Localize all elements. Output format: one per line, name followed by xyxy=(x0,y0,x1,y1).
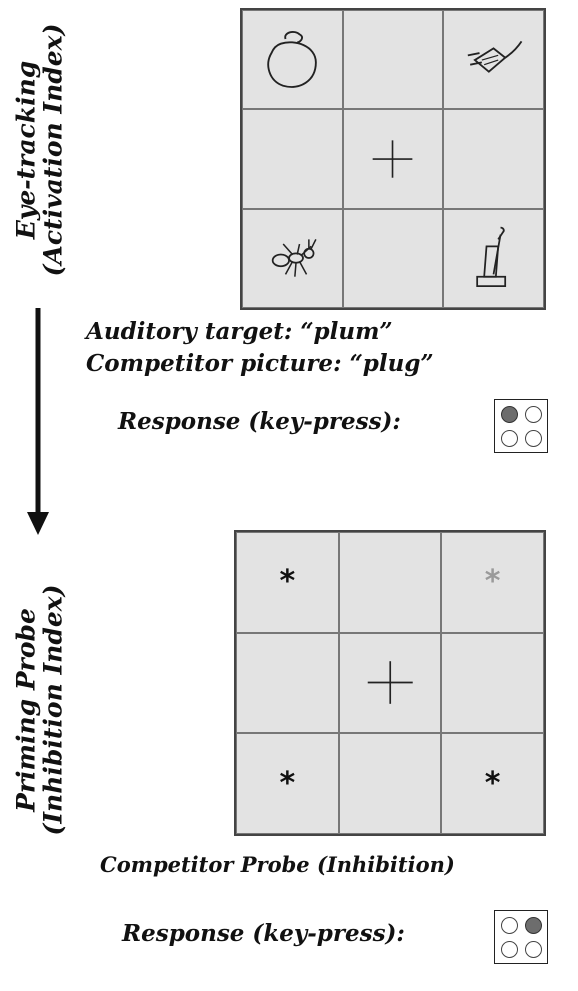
grid-cell xyxy=(443,208,544,308)
grid-cell: * xyxy=(441,733,544,834)
eye-tracking-grid xyxy=(240,8,546,310)
vacuum-icon xyxy=(476,227,507,288)
probe-star: * xyxy=(279,564,296,600)
key-button xyxy=(500,916,518,934)
key-top-left xyxy=(497,913,521,937)
grid-cell xyxy=(236,632,339,734)
key-button xyxy=(500,429,518,447)
key-button xyxy=(524,916,542,934)
auditory-target-caption: Auditory target: “plum” xyxy=(86,318,393,345)
grid-cell: * xyxy=(236,532,339,633)
down-arrow xyxy=(27,308,49,535)
key-button xyxy=(524,405,542,423)
key-button xyxy=(524,429,542,447)
eye-tracking-label: Eye-tracking (Activation Index) xyxy=(0,0,78,300)
key-top-right xyxy=(521,402,545,426)
grid-cell xyxy=(342,208,444,308)
grid-cell: * xyxy=(441,532,544,633)
grid-cell xyxy=(338,532,442,633)
key-button xyxy=(500,940,518,958)
competitor-probe-star: * xyxy=(484,564,501,600)
grid-cell xyxy=(338,632,442,734)
key-bottom-right xyxy=(521,937,545,961)
competitor-picture-caption: Competitor picture: “plug” xyxy=(86,350,434,377)
probe-star: * xyxy=(279,765,296,801)
grid-cell xyxy=(338,733,442,834)
fixation-cross-icon xyxy=(373,140,413,178)
key-top-left xyxy=(497,402,521,426)
probe-star: * xyxy=(484,765,501,801)
fixation-cross-icon xyxy=(367,661,413,705)
key-button xyxy=(500,405,518,423)
plug-icon xyxy=(467,40,523,73)
grid-cell xyxy=(342,109,444,209)
priming-probe-grid: * * * * xyxy=(234,530,546,836)
grid-cell xyxy=(342,10,444,110)
keypad-bottom xyxy=(494,910,548,964)
keypad-top xyxy=(494,399,548,453)
competitor-probe-caption: Competitor Probe (Inhibition) xyxy=(100,852,455,877)
priming-probe-label-line1: Priming Probe xyxy=(11,608,41,812)
eye-tracking-label-line1: Eye-tracking xyxy=(11,60,40,240)
grid-cell xyxy=(242,208,343,308)
key-bottom-left xyxy=(497,937,521,961)
grid-cell xyxy=(443,109,544,209)
ant-icon xyxy=(271,239,317,278)
priming-probe-label-line2: (Inhibition Index) xyxy=(38,584,68,836)
key-top-right xyxy=(521,913,545,937)
response-caption-top: Response (key-press): xyxy=(118,408,401,435)
eye-tracking-label-line2: (Activation Index) xyxy=(38,23,67,277)
grid-cell: * xyxy=(236,733,339,834)
key-bottom-left xyxy=(497,426,521,450)
grid-cell xyxy=(443,10,544,110)
key-bottom-right xyxy=(521,426,545,450)
response-caption-bottom: Response (key-press): xyxy=(122,920,405,947)
plum-icon xyxy=(267,30,317,88)
grid-cell xyxy=(441,632,544,734)
grid-cell xyxy=(242,10,343,110)
key-button xyxy=(524,940,542,958)
priming-probe-label: Priming Probe (Inhibition Index) xyxy=(0,530,78,890)
grid-cell xyxy=(242,109,343,209)
